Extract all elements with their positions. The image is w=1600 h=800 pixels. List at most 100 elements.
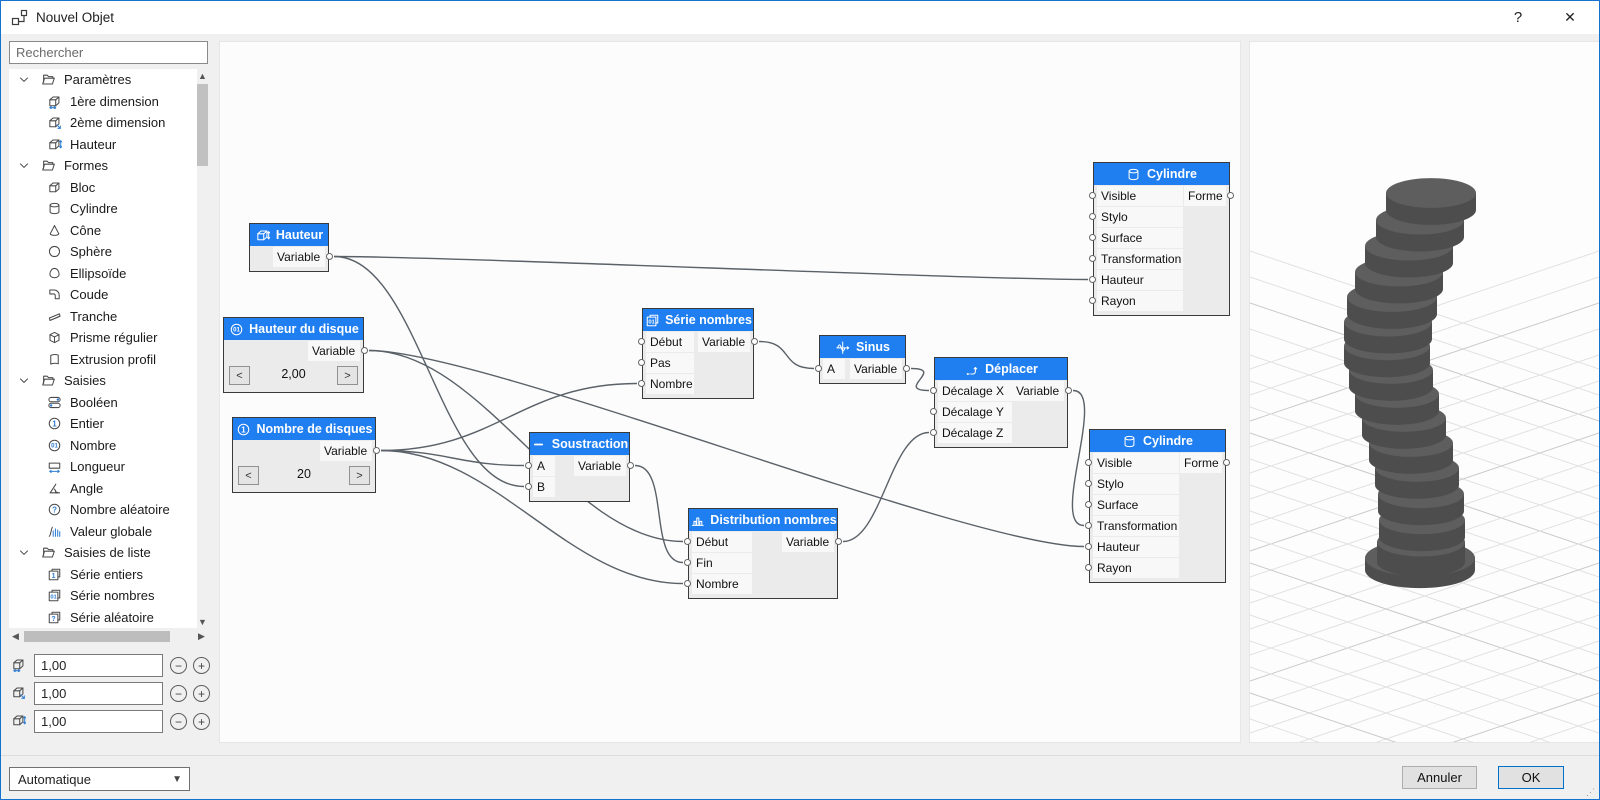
sidebar-item-hauteur[interactable]: Hauteur (9, 134, 208, 156)
tree-horizontal-scrollbar[interactable]: ◀ ▶ (9, 630, 208, 643)
sidebar-item-sphere[interactable]: Sphère (9, 241, 208, 263)
ok-button[interactable]: OK (1498, 766, 1564, 789)
input-port[interactable] (638, 338, 645, 345)
node-header[interactable]: Soustraction (530, 433, 629, 455)
increment-button[interactable]: + (193, 657, 210, 674)
input-port[interactable] (1085, 564, 1092, 571)
output-port[interactable] (361, 347, 368, 354)
sidebar-item-cone[interactable]: Cône (9, 220, 208, 242)
sidebar-item-cylindre[interactable]: Cylindre (9, 198, 208, 220)
sidebar-item-serie-aleatoire[interactable]: ?Série aléatoire (9, 607, 208, 629)
sidebar-item-prisme-regulier[interactable]: Prisme régulier (9, 327, 208, 349)
input-port[interactable] (1085, 480, 1092, 487)
sidebar-item-coude[interactable]: Coude (9, 284, 208, 306)
input-port[interactable] (525, 483, 532, 490)
help-button[interactable]: ? (1513, 8, 1523, 26)
input-port[interactable] (638, 359, 645, 366)
sidebar-item-angle[interactable]: Angle (9, 478, 208, 500)
input-port[interactable] (815, 365, 822, 372)
dimension-input-3[interactable] (34, 710, 163, 733)
node-header[interactable]: Sinus (820, 336, 905, 358)
decrement-button[interactable]: − (170, 657, 187, 674)
sidebar-item-1ere-dimension[interactable]: 1ère dimension (9, 91, 208, 113)
output-port[interactable] (903, 365, 910, 372)
decrement-button[interactable]: − (170, 713, 187, 730)
input-port[interactable] (1085, 459, 1092, 466)
input-port[interactable] (1089, 234, 1096, 241)
output-port[interactable] (1223, 459, 1230, 466)
output-port[interactable] (627, 462, 634, 469)
input-port[interactable] (1089, 297, 1096, 304)
sidebar-item-2eme-dimension[interactable]: 2ème dimension (9, 112, 208, 134)
chevron-down-icon[interactable] (17, 373, 31, 388)
decrement-button[interactable]: < (238, 466, 259, 485)
node-header[interactable]: Cylindre (1094, 163, 1229, 185)
input-port[interactable] (1089, 255, 1096, 262)
sidebar-item-parametres[interactable]: Paramètres (9, 69, 208, 91)
output-port[interactable] (751, 338, 758, 345)
close-button[interactable]: ✕ (1564, 8, 1576, 25)
sidebar-item-formes[interactable]: Formes (9, 155, 208, 177)
dimension-input-1[interactable] (34, 654, 163, 677)
input-port[interactable] (684, 580, 691, 587)
input-port[interactable] (1089, 213, 1096, 220)
scrollbar-thumb[interactable] (197, 84, 208, 166)
dimension-input-2[interactable] (34, 682, 163, 705)
input-port[interactable] (1085, 543, 1092, 550)
decrement-button[interactable]: − (170, 685, 187, 702)
resize-grip[interactable]: ⋰ (1586, 787, 1596, 797)
preview-3d-viewport[interactable] (1249, 41, 1599, 743)
cancel-button[interactable]: Annuler (1402, 766, 1477, 789)
sidebar-item-saisies-de-liste[interactable]: Saisies de liste (9, 542, 208, 564)
node-header[interactable]: Déplacer (935, 358, 1067, 380)
node-header[interactable]: Cylindre (1090, 430, 1225, 452)
sidebar-item-extrusion-profil[interactable]: Extrusion profil (9, 349, 208, 371)
scroll-left-arrow[interactable]: ◀ (12, 631, 19, 641)
output-port[interactable] (326, 253, 333, 260)
sidebar-item-longueur[interactable]: Longueur (9, 456, 208, 478)
scrollbar-thumb[interactable] (24, 631, 170, 642)
chevron-down-icon[interactable] (17, 158, 31, 173)
output-port[interactable] (1227, 192, 1234, 199)
increment-button[interactable]: + (193, 685, 210, 702)
input-port[interactable] (930, 408, 937, 415)
input-port[interactable] (638, 380, 645, 387)
search-input[interactable] (9, 41, 208, 64)
input-port[interactable] (1085, 522, 1092, 529)
output-port[interactable] (835, 538, 842, 545)
increment-button[interactable]: + (193, 713, 210, 730)
chevron-down-icon[interactable] (17, 72, 31, 87)
input-port[interactable] (1089, 192, 1096, 199)
scroll-up-arrow[interactable]: ▲ (198, 70, 207, 81)
preview-mode-dropdown[interactable]: Automatique ▼ (9, 767, 190, 791)
sidebar-item-bloc[interactable]: Bloc (9, 177, 208, 199)
chevron-down-icon[interactable] (17, 545, 31, 560)
input-port[interactable] (1089, 276, 1096, 283)
tree-vertical-scrollbar[interactable]: ▲ ▼ (197, 69, 208, 628)
title-bar[interactable]: Nouvel Objet ? ✕ (1, 1, 1599, 34)
increment-button[interactable]: > (349, 466, 370, 485)
sidebar-item-saisies[interactable]: Saisies (9, 370, 208, 392)
sidebar-item-valeur-globale[interactable]: Valeur globale (9, 521, 208, 543)
node-header[interactable]: Distribution nombres (689, 509, 837, 531)
sidebar-item-booleen[interactable]: Booléen (9, 392, 208, 414)
increment-button[interactable]: > (337, 366, 358, 385)
input-port[interactable] (930, 429, 937, 436)
output-port[interactable] (1065, 387, 1072, 394)
input-port[interactable] (1085, 501, 1092, 508)
